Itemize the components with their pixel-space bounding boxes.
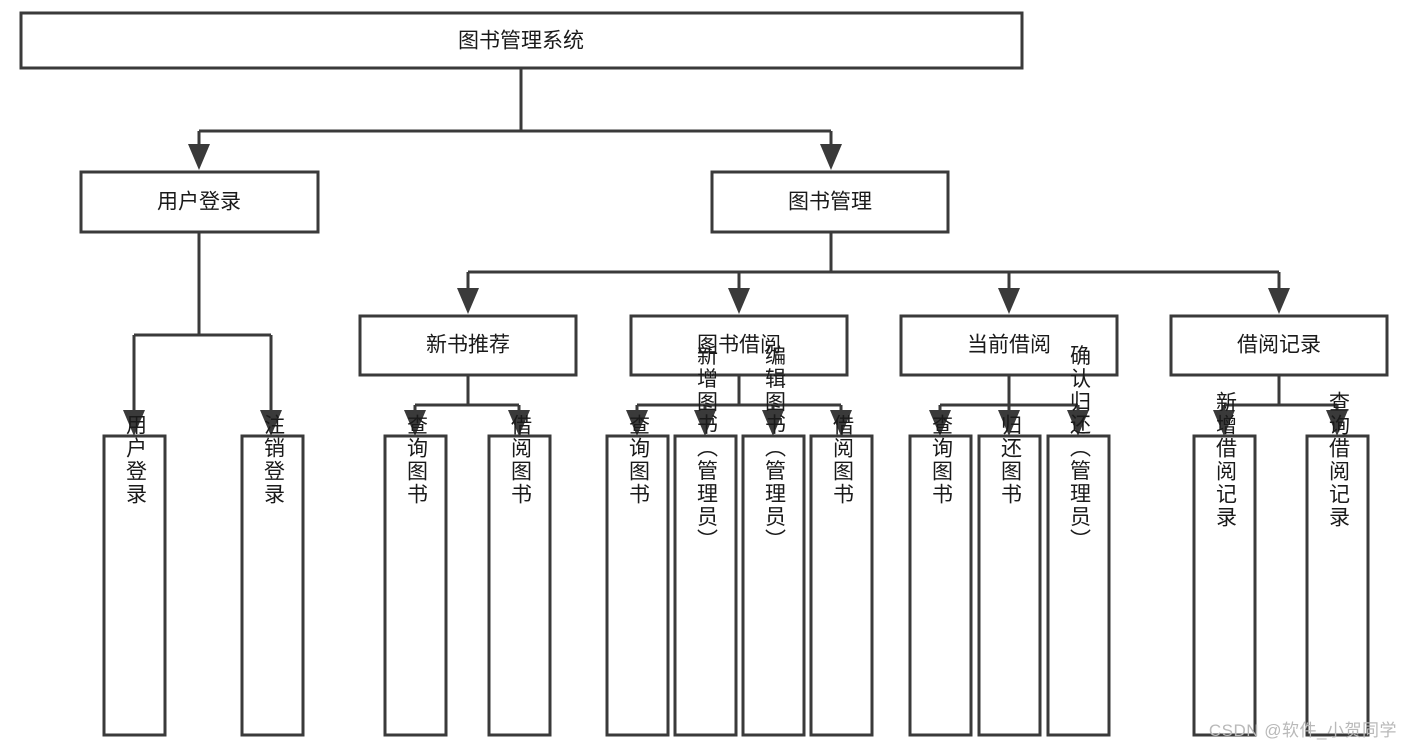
node-book-management[interactable]: 图书管理	[710, 170, 950, 234]
leaf-node[interactable]: 借阅图书	[487, 414, 552, 737]
node-user-login[interactable]: 用户登录	[79, 170, 320, 234]
leaf-node[interactable]: 新增图书（管理员）	[673, 345, 738, 737]
leaf-cb-query-book-label: 查询图书	[930, 414, 954, 506]
leaf-br-add-record-label: 新增借阅记录	[1214, 391, 1238, 529]
leaf-br-query-record-box[interactable]	[1305, 434, 1370, 737]
leaf-br-add-record-box[interactable]	[1192, 434, 1257, 737]
leaf-node[interactable]: 查询借阅记录	[1305, 391, 1370, 737]
node-borrow-record-box[interactable]	[1169, 314, 1389, 377]
node-root-system[interactable]: 图书管理系统	[19, 11, 1024, 70]
node-user-login-box[interactable]	[79, 170, 320, 234]
node-current-borrow-box[interactable]	[899, 314, 1119, 377]
leaf-node[interactable]: 用户登录	[102, 414, 167, 737]
leaf-node[interactable]: 归还图书	[977, 414, 1042, 737]
leaf-node[interactable]: 确认归还（管理员）	[1046, 345, 1111, 737]
leaf-bb-borrow-book-box[interactable]	[809, 434, 874, 737]
arrow-to-user-login	[188, 144, 210, 170]
node-root-box[interactable]	[19, 11, 1024, 70]
leaf-node[interactable]: 查询图书	[605, 414, 670, 737]
leaf-nb-query-book-label: 查询图书	[405, 414, 429, 506]
node-user-login-label: 用户登录	[157, 191, 241, 214]
connector-layer	[123, 68, 1348, 436]
node-new-book-recommend[interactable]: 新书推荐	[358, 314, 578, 377]
node-book-borrow-box[interactable]	[629, 314, 849, 377]
leaf-cb-confirm-return-box[interactable]	[1046, 434, 1111, 737]
leaf-bb-edit-book-label: 编辑图书（管理员）	[763, 345, 787, 552]
node-current-borrow[interactable]: 当前借阅	[899, 314, 1119, 377]
node-current-borrow-label: 当前借阅	[967, 334, 1051, 357]
leaf-nb-borrow-book-label: 借阅图书	[509, 414, 533, 506]
leaf-bb-add-book-label: 新增图书（管理员）	[695, 345, 719, 552]
node-book-management-label: 图书管理	[788, 191, 872, 214]
leaf-nb-query-book-box[interactable]	[383, 434, 448, 737]
leaf-bb-borrow-book-label: 借阅图书	[831, 414, 855, 506]
node-new-book-recommend-box[interactable]	[358, 314, 578, 377]
node-root-label: 图书管理系统	[458, 30, 584, 53]
leaf-user-login-label: 用户登录	[124, 414, 148, 506]
leaf-nb-borrow-book-box[interactable]	[487, 434, 552, 737]
arrow-to-book-borrow	[728, 288, 750, 314]
arrow-to-book-mgmt	[820, 144, 842, 170]
leaf-node[interactable]: 编辑图书（管理员）	[741, 345, 806, 737]
node-borrow-record[interactable]: 借阅记录	[1169, 314, 1389, 377]
arrow-to-borrow-record	[1268, 288, 1290, 314]
leaf-node[interactable]: 查询图书	[908, 414, 973, 737]
leaf-node[interactable]: 新增借阅记录	[1192, 391, 1257, 737]
leaf-cb-confirm-return-label: 确认归还（管理员）	[1068, 345, 1092, 552]
node-book-management-box[interactable]	[710, 170, 950, 234]
leaf-cb-return-book-box[interactable]	[977, 434, 1042, 737]
leaf-logout-box[interactable]	[240, 434, 305, 737]
leaf-node[interactable]: 借阅图书	[809, 414, 874, 737]
leaf-bb-add-book-box[interactable]	[673, 434, 738, 737]
leaf-bb-edit-book-box[interactable]	[741, 434, 806, 737]
node-book-borrow[interactable]: 图书借阅	[629, 314, 849, 377]
node-borrow-record-label: 借阅记录	[1237, 334, 1321, 357]
leaf-cb-return-book-label: 归还图书	[999, 414, 1023, 506]
leaf-bb-query-book-box[interactable]	[605, 434, 670, 737]
leaf-cb-query-book-box[interactable]	[908, 434, 973, 737]
leaf-node[interactable]: 查询图书	[383, 414, 448, 737]
node-new-book-recommend-label: 新书推荐	[426, 334, 510, 357]
leaf-user-login-box[interactable]	[102, 434, 167, 737]
node-book-borrow-label: 图书借阅	[697, 334, 781, 357]
arrow-to-current-borrow	[998, 288, 1020, 314]
leaf-logout-label: 注销登录	[262, 414, 286, 506]
leaf-br-query-record-label: 查询借阅记录	[1327, 391, 1351, 529]
arrow-to-new-book	[457, 288, 479, 314]
leaf-bb-query-book-label: 查询图书	[627, 414, 651, 506]
leaf-node[interactable]: 注销登录	[240, 414, 305, 737]
